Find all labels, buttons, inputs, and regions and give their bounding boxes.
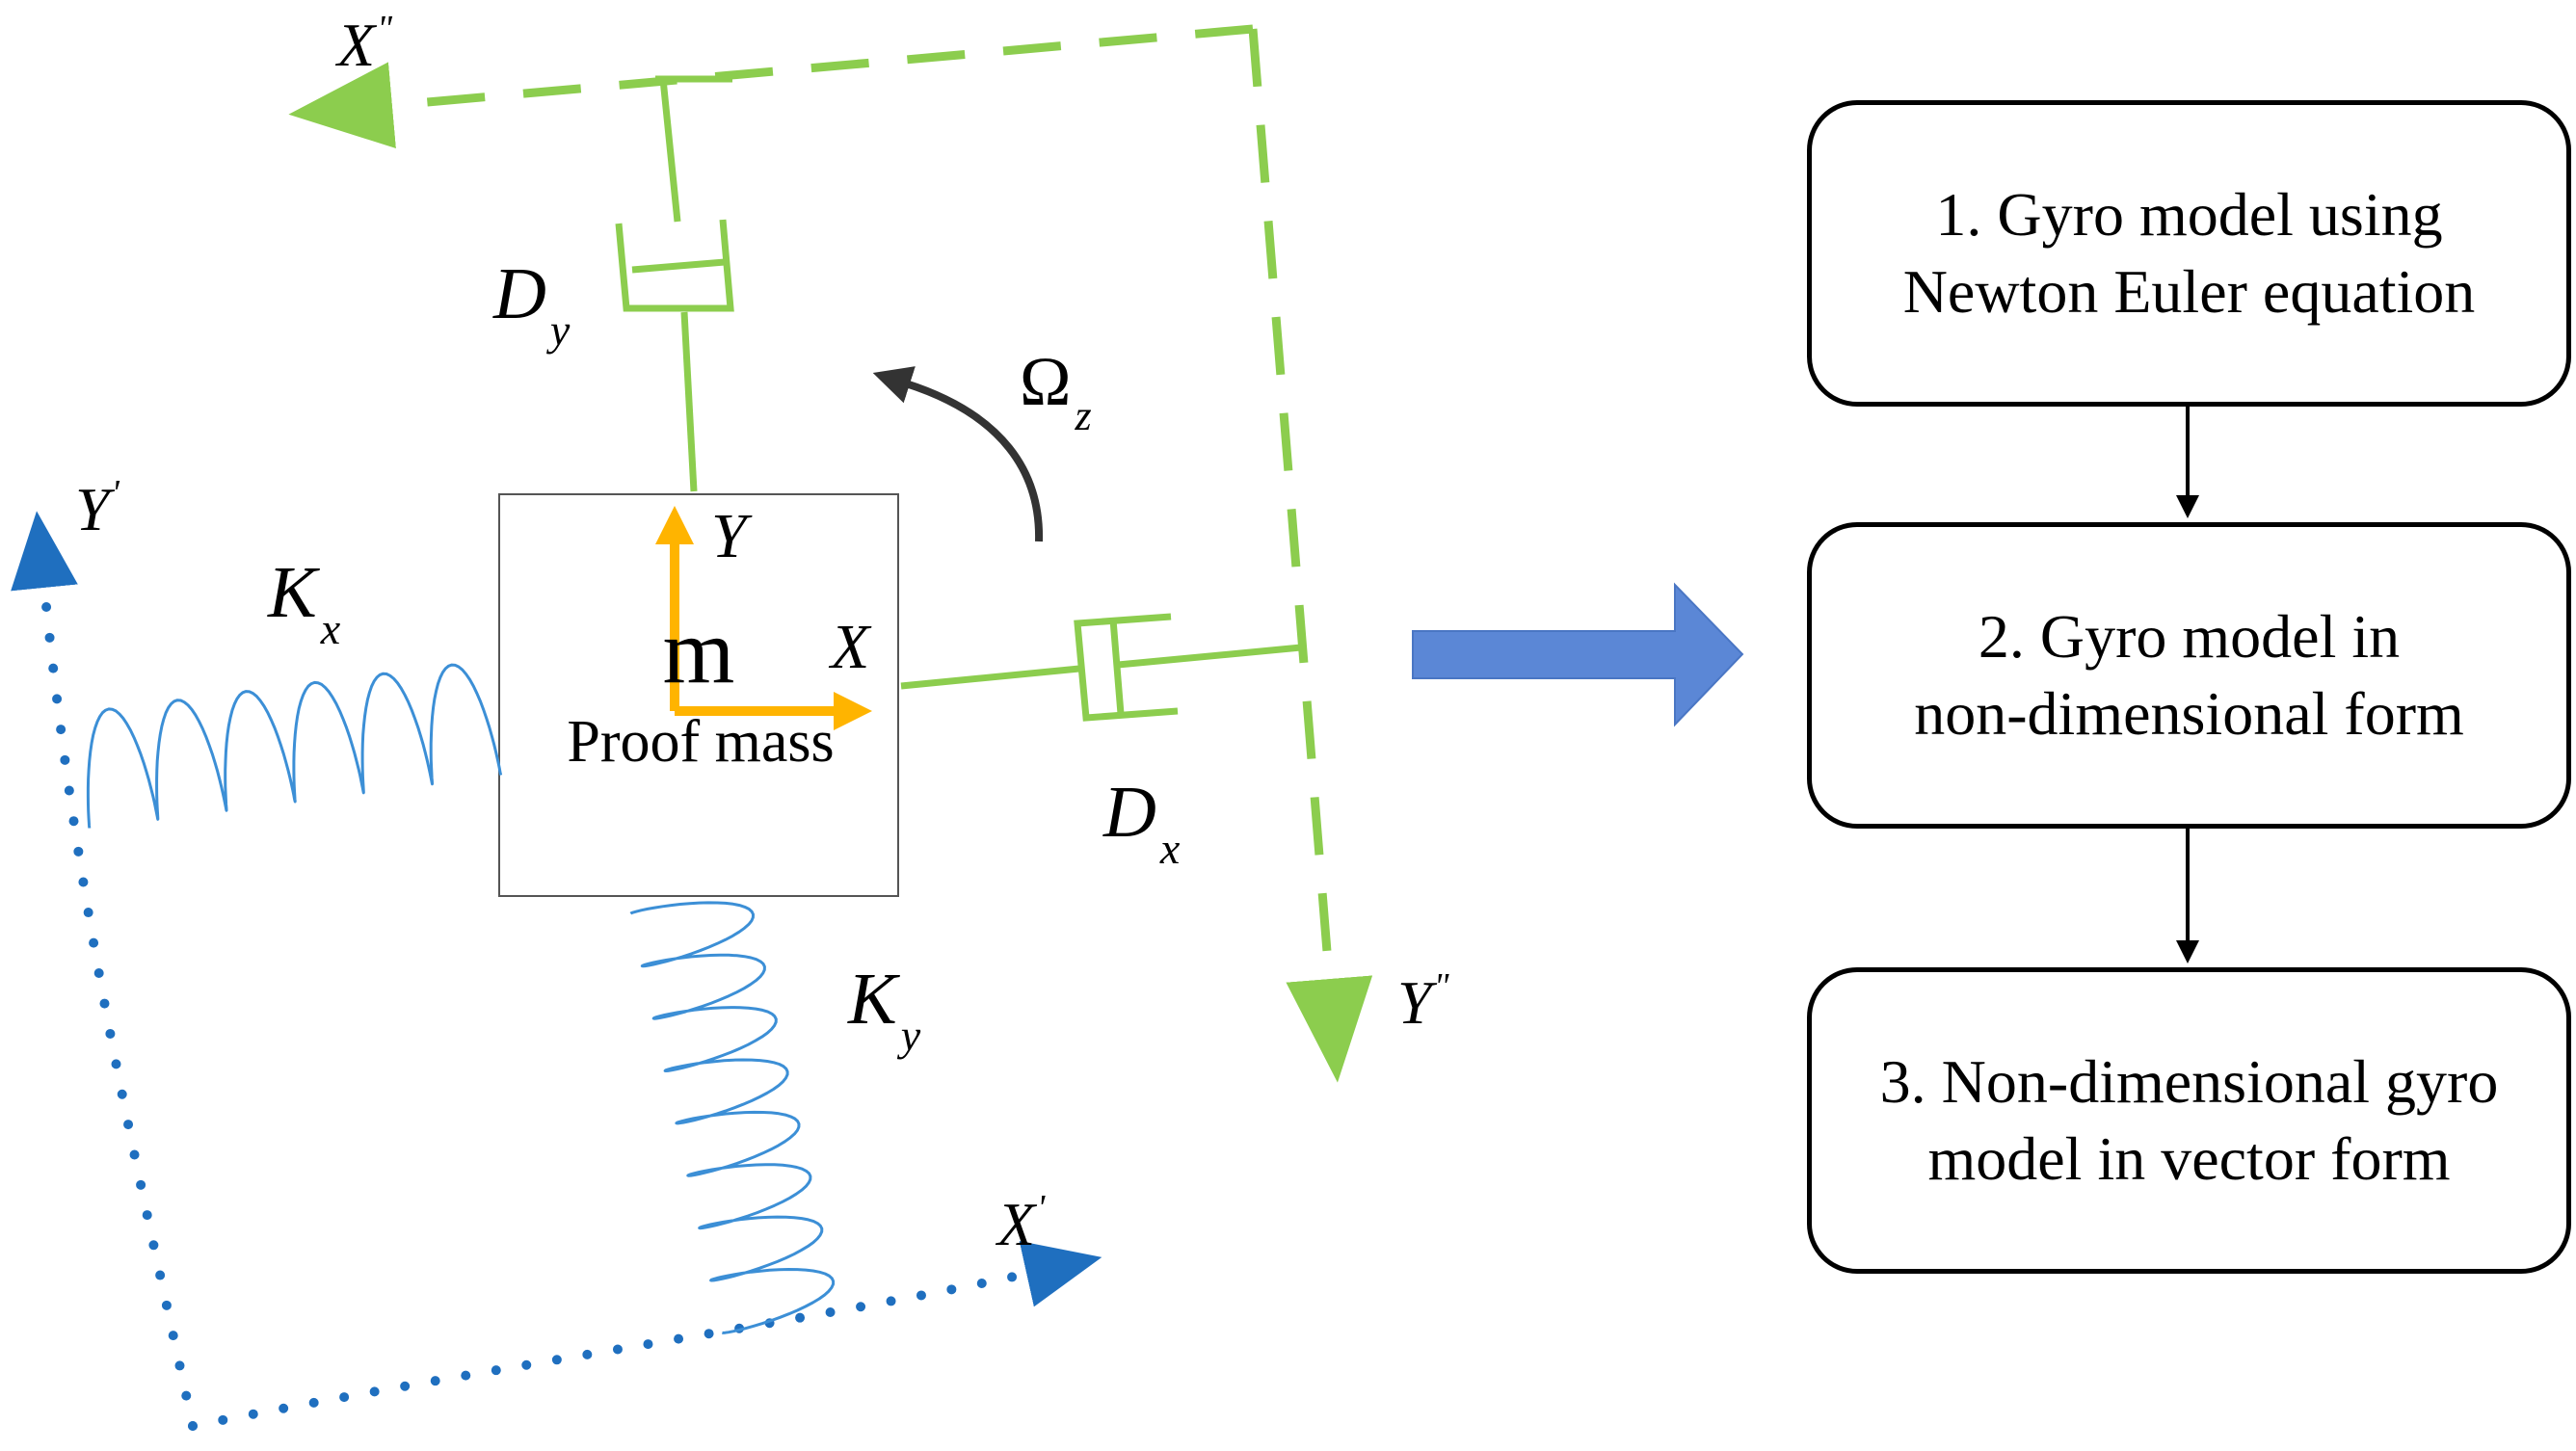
- proof-mass-box: [498, 493, 899, 897]
- spring-x: [86, 663, 503, 830]
- inertial-frame-x-label: X': [995, 1188, 1046, 1258]
- flow-step-2-text: 2. Gyro model in non-dimensional form: [1914, 602, 2464, 748]
- drive-frame-axes: [288, 24, 1373, 1083]
- damper-x-label: Dx: [1102, 772, 1181, 873]
- damper-y: [615, 75, 734, 492]
- gyro-mechanical-diagram: X" Y" Y' X' Dy Dx Kx Ky Ωz Y X m Proof m…: [11, 9, 1744, 1431]
- mass-symbol: m: [663, 599, 735, 702]
- inertial-frame-y-label: Y': [75, 473, 120, 543]
- flow-step-3: 3. Non-dimensional gyro model in vector …: [1807, 967, 2571, 1274]
- flow-step-1: 1. Gyro model using Newton Euler equatio…: [1807, 100, 2571, 407]
- rotation-arrow: [872, 366, 1044, 542]
- body-x-label: X: [828, 612, 872, 682]
- drive-frame-x-axis: [288, 24, 1254, 149]
- rotation-label: Ωz: [1020, 343, 1092, 439]
- flow-step-2: 2. Gyro model in non-dimensional form: [1807, 522, 2571, 829]
- drive-frame-y-label: Y": [1397, 966, 1450, 1037]
- mass-label: Proof mass: [567, 709, 834, 775]
- flow-step-1-text: 1. Gyro model using Newton Euler equatio…: [1902, 180, 2476, 326]
- drive-frame-x-label: X": [334, 9, 393, 79]
- spring-y-label: Ky: [847, 959, 921, 1060]
- spring-y: [629, 901, 836, 1334]
- flow-arrow: [1412, 582, 1744, 727]
- inertial-frame-x-axis: [188, 1241, 1102, 1431]
- drive-frame-y-axis: [1248, 28, 1373, 1083]
- spring-x-label: Kx: [267, 552, 341, 653]
- flow-step-3-text: 3. Non-dimensional gyro model in vector …: [1879, 1047, 2499, 1193]
- body-y-label: Y: [711, 501, 753, 571]
- damper-y-label: Dy: [492, 253, 571, 355]
- damper-x: [900, 613, 1302, 722]
